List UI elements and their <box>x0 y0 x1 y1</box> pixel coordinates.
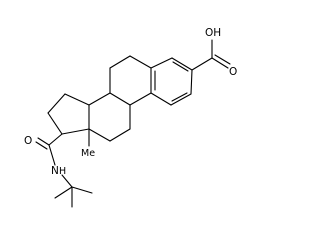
bond <box>48 144 56 166</box>
amide-oxygen-label: O <box>24 135 32 147</box>
bond <box>47 112 63 135</box>
amide-hydrogen-label: H <box>59 166 66 177</box>
bond <box>171 57 193 71</box>
ring-c <box>88 92 131 142</box>
bond <box>150 57 173 69</box>
bond <box>88 128 111 142</box>
carboxyl-oxygen-label: O <box>229 66 237 78</box>
bond <box>170 93 192 106</box>
bond <box>109 128 131 142</box>
bond <box>54 186 73 199</box>
bond <box>88 92 111 106</box>
amide-nitrogen-label: N <box>51 165 59 177</box>
bond <box>129 55 152 69</box>
double-bond <box>37 137 50 146</box>
skeletal-structure-diagram: OH O O N H Me <box>24 27 237 208</box>
bond <box>64 93 90 106</box>
double-bond <box>211 57 229 69</box>
bond <box>129 92 152 106</box>
tert-butyl-group <box>54 174 93 208</box>
ring-a-aromatic <box>150 57 193 106</box>
double-bond <box>35 141 48 150</box>
double-bond-inner <box>172 61 189 72</box>
bond <box>48 133 63 146</box>
bond <box>61 174 73 188</box>
ring-d <box>47 93 90 135</box>
double-bond-inner <box>171 92 188 102</box>
ring-b <box>109 55 152 106</box>
amide-group <box>35 133 63 166</box>
bond <box>190 69 193 95</box>
bond <box>191 57 213 71</box>
bond <box>150 92 172 106</box>
methyl-label: Me <box>81 148 95 159</box>
bond <box>47 93 66 114</box>
bond <box>61 128 90 135</box>
bond <box>71 186 93 194</box>
double-bond <box>214 54 231 65</box>
carboxyl-hydroxyl-label: OH <box>205 27 221 39</box>
bond <box>109 55 131 69</box>
bond <box>109 92 131 106</box>
carboxyl-group <box>191 39 231 71</box>
